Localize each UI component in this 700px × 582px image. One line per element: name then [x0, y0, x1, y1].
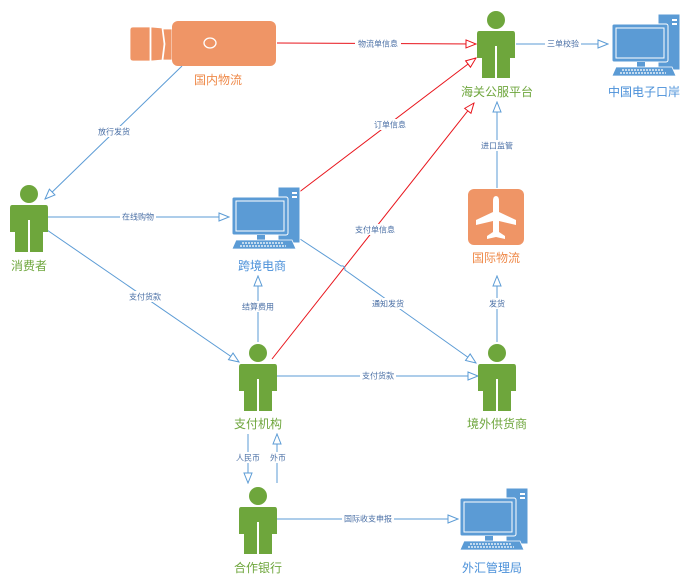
node-label-overseas-supplier: 境外供货商: [467, 416, 527, 431]
edge-label-release-ship: 放行发货: [98, 127, 130, 137]
edge-label-ship: 发货: [489, 299, 505, 309]
node-cross-border-ecommerce[interactable]: 跨境电商: [231, 186, 301, 273]
node-label-china-eport: 中国电子口岸: [608, 84, 680, 99]
edge-label-three-doc-check: 三单校验: [547, 39, 579, 49]
person-icon: [239, 487, 277, 554]
edge-label-foreign-currency: 外币: [270, 453, 286, 463]
node-overseas-supplier[interactable]: 境外供货商: [467, 344, 527, 431]
person-icon: [239, 344, 277, 411]
edge-label-logistics-info: 物流单信息: [358, 39, 398, 49]
edge-label-import-supervision: 进口监管: [481, 141, 513, 151]
edges: [45, 43, 608, 519]
edge-label-rmb: 人民币: [236, 454, 260, 463]
node-label-domestic-logistics: 国内物流: [194, 73, 242, 87]
node-partner-bank[interactable]: 合作银行: [234, 487, 282, 575]
person-icon: [478, 344, 516, 411]
edge-label-intl-payment-report: 国际收支申报: [344, 514, 392, 524]
node-label-payment-institution: 支付机构: [234, 416, 282, 431]
node-label-partner-bank: 合作银行: [234, 560, 282, 575]
edge-label-pay-goods-supplier: 支付货款: [362, 371, 394, 381]
node-domestic-logistics[interactable]: 国内物流: [129, 21, 276, 87]
computer-icon: [231, 186, 301, 250]
person-icon: [10, 185, 48, 252]
node-international-logistics[interactable]: 国际物流: [468, 189, 524, 265]
edge-label-online-shopping: 在线购物: [122, 212, 154, 222]
edge-label-settlement-fee: 结算费用: [242, 302, 274, 312]
edge-labels: 物流单信息 三单校验 放行发货 订单信息 进口监管 在线购物 支付单信息 支付货…: [96, 38, 581, 524]
edge-label-notify-ship: 通知发货: [372, 299, 404, 309]
node-label-customs-platform: 海关公服平台: [461, 84, 533, 99]
node-label-forex-bureau: 外汇管理局: [462, 560, 522, 575]
node-china-eport[interactable]: 中国电子口岸: [608, 13, 681, 99]
person-icon: [477, 11, 515, 78]
computer-icon: [611, 13, 681, 77]
node-forex-bureau[interactable]: 外汇管理局: [459, 487, 529, 575]
node-label-international-logistics: 国际物流: [472, 251, 520, 265]
node-label-cross-border-ecommerce: 跨境电商: [238, 258, 286, 273]
computer-icon: [459, 487, 529, 551]
truck-icon: [129, 21, 276, 66]
edge-label-payment-info: 支付单信息: [355, 225, 395, 235]
edge-label-pay-goods-consumer: 支付货款: [129, 292, 161, 302]
node-label-consumer: 消费者: [11, 259, 47, 273]
edge-label-order-info: 订单信息: [374, 120, 406, 130]
node-customs-platform[interactable]: 海关公服平台: [461, 11, 533, 99]
edge-notify-ship: [296, 236, 476, 363]
airplane-icon: [468, 189, 524, 245]
node-consumer[interactable]: 消费者: [10, 185, 48, 273]
node-payment-institution[interactable]: 支付机构: [234, 344, 282, 431]
